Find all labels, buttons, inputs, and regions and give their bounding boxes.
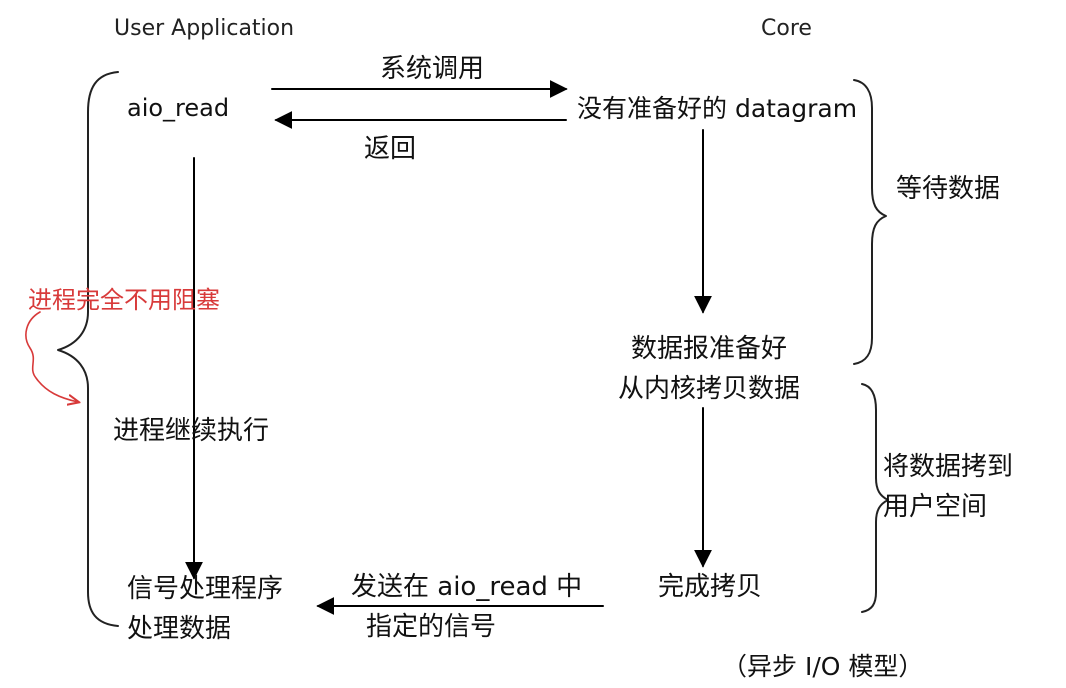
user-application-title: User Application bbox=[114, 16, 295, 41]
diagram-caption: （异步 I/O 模型） bbox=[722, 652, 924, 681]
return-label: 返回 bbox=[364, 134, 417, 164]
syscall-label: 系统调用 bbox=[380, 54, 485, 84]
datagram-ready-label: 数据报准备好 bbox=[631, 334, 788, 364]
process-continue-label: 进程继续执行 bbox=[113, 416, 270, 446]
aio-read-label: aio_read bbox=[127, 94, 230, 122]
signal-handler-label: 信号处理程序 bbox=[127, 574, 284, 604]
specified-signal-label: 指定的信号 bbox=[366, 612, 497, 642]
process-data-label: 处理数据 bbox=[127, 614, 232, 644]
copy-to-user-label: 将数据拷到 bbox=[883, 452, 1014, 482]
process-brace bbox=[57, 71, 119, 627]
send-signal-label: 发送在 aio_read 中 bbox=[351, 572, 583, 602]
copy-from-kernel-label: 从内核拷贝数据 bbox=[618, 374, 801, 404]
user-space-label: 用户空间 bbox=[883, 492, 988, 522]
copy-data-brace bbox=[861, 383, 889, 613]
wait-data-label: 等待数据 bbox=[896, 174, 1001, 204]
copy-done-label: 完成拷贝 bbox=[658, 572, 763, 602]
datagram-not-ready-label: 没有准备好的 datagram bbox=[577, 94, 858, 123]
core-title: Core bbox=[761, 16, 812, 41]
annotation-curve-arrow bbox=[25, 311, 78, 402]
wait-data-brace bbox=[853, 79, 887, 365]
non-blocking-annotation: 进程完全不用阻塞 bbox=[28, 286, 220, 314]
